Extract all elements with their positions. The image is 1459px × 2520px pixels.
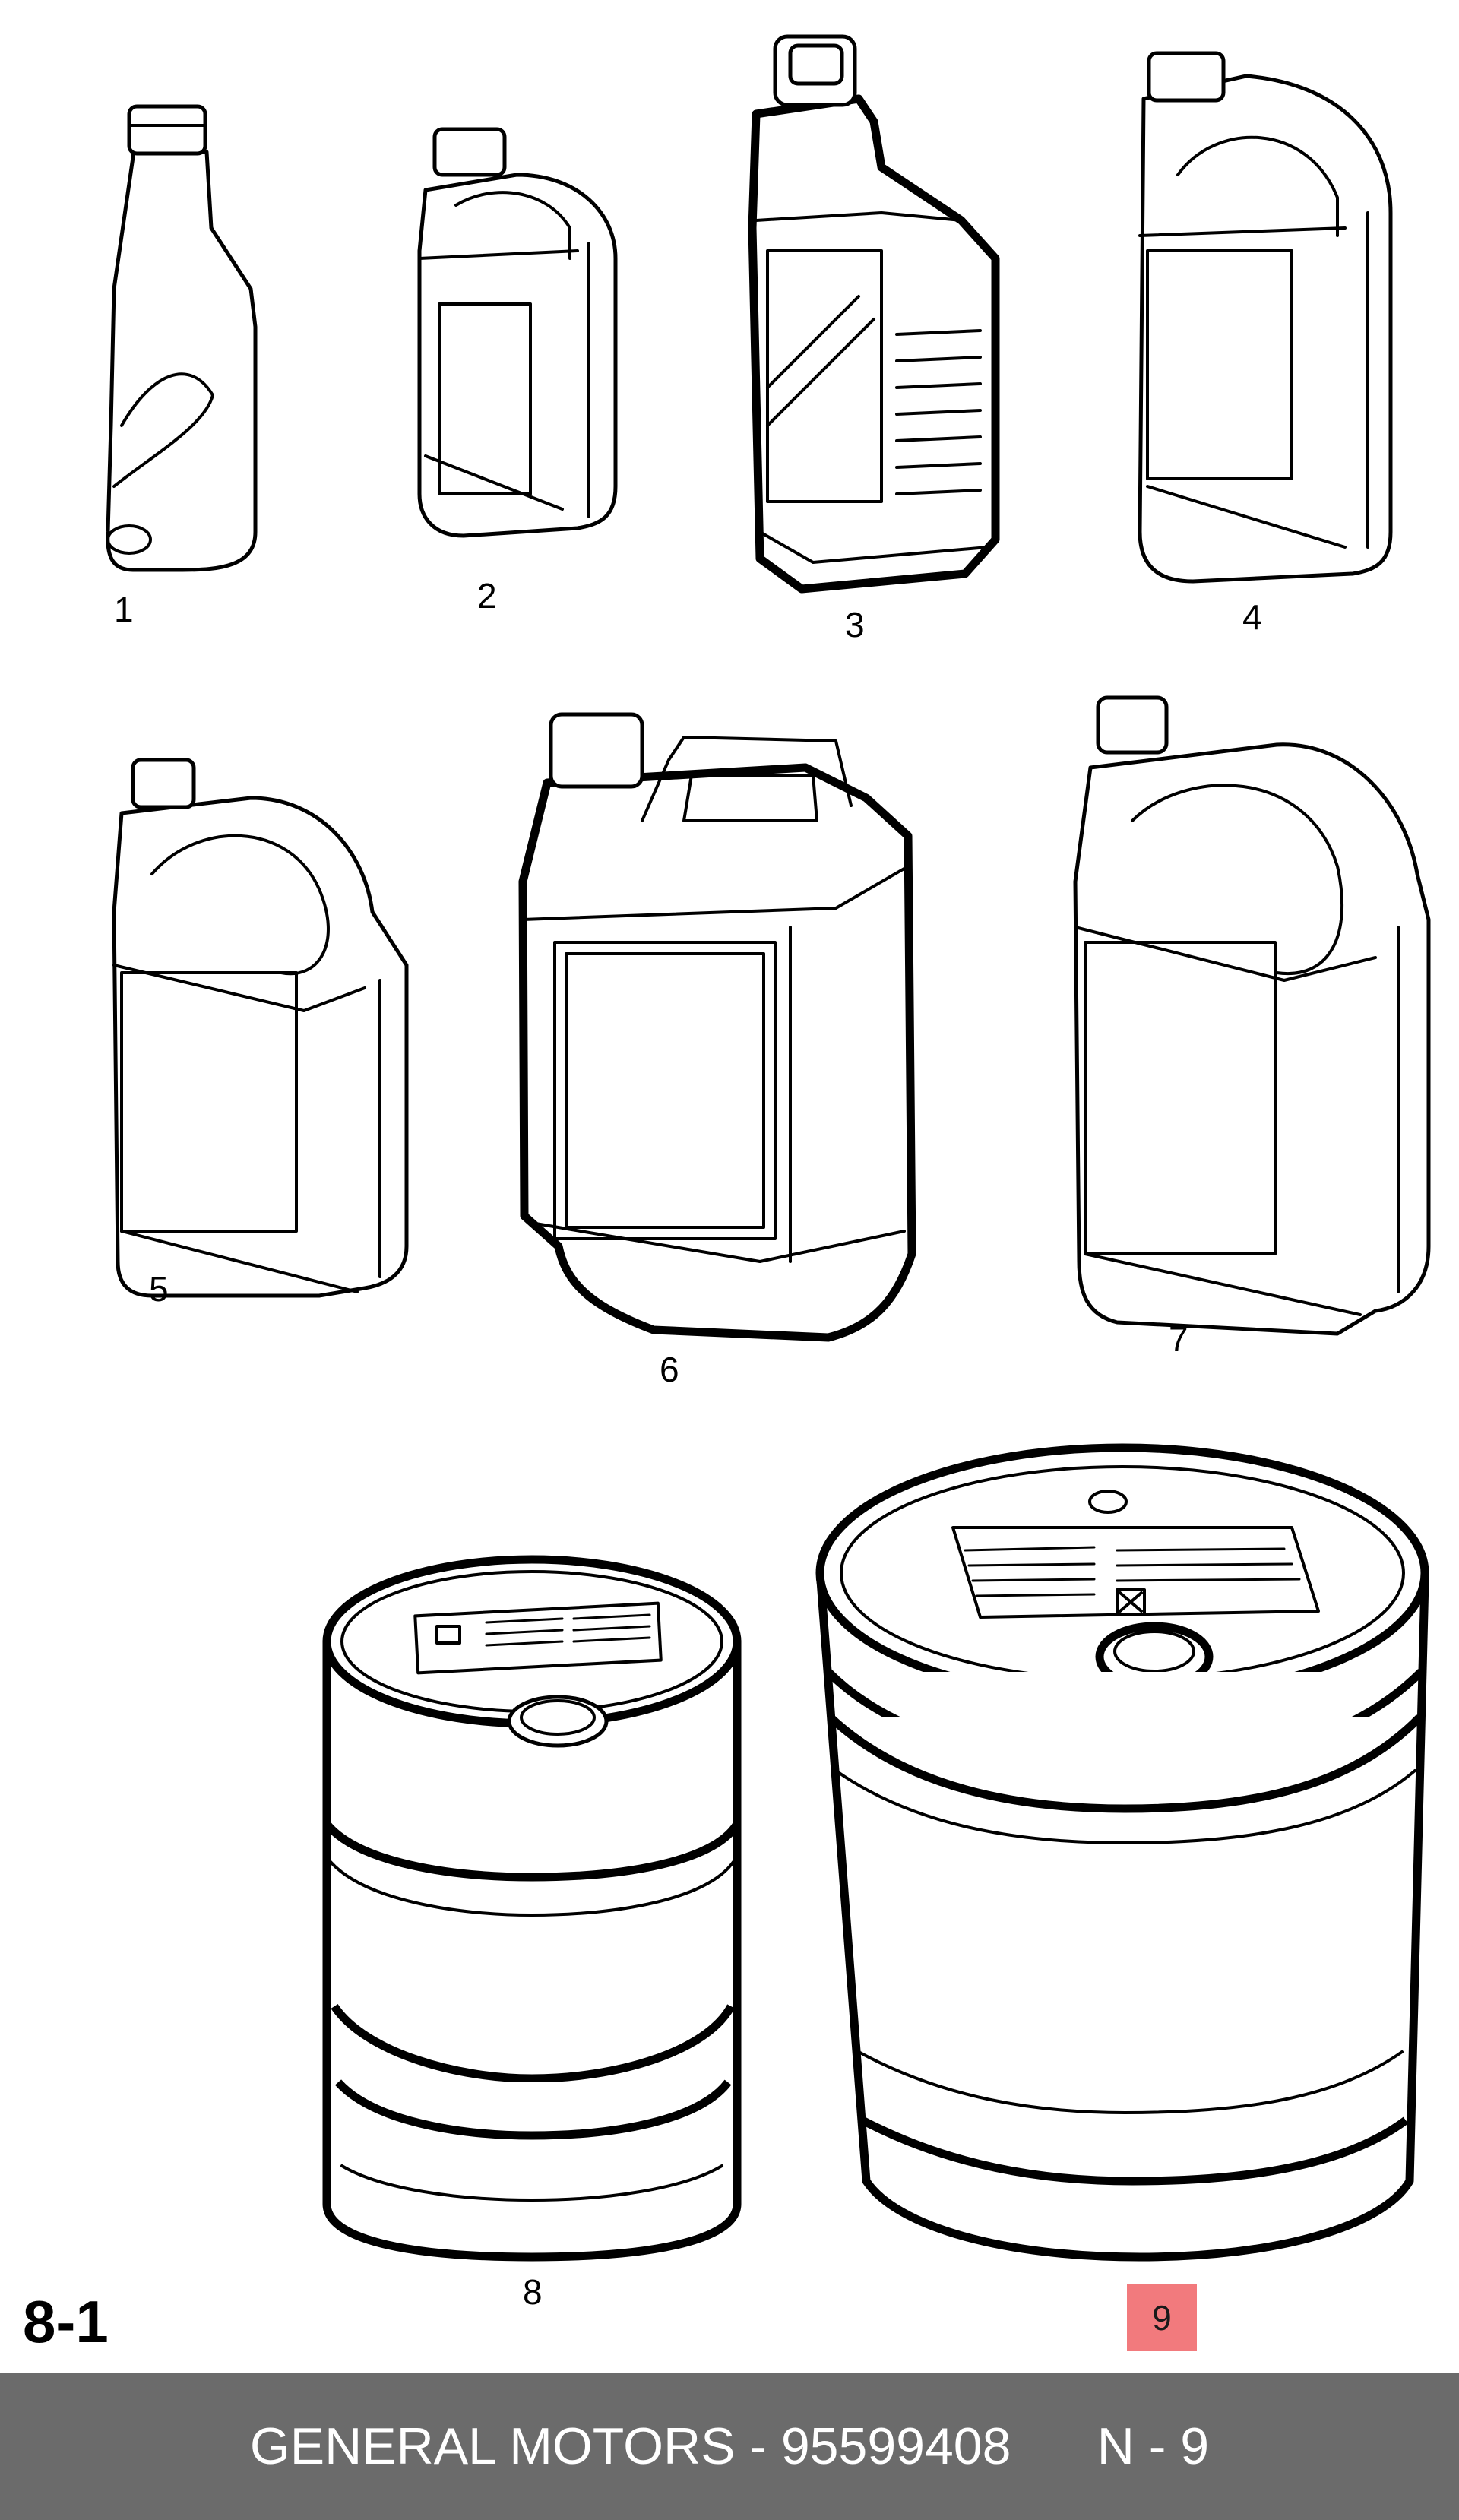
- jerrycan-6-drawing: [518, 712, 916, 1342]
- item-9-highlight: [1127, 2284, 1197, 2351]
- jug-5-drawing: [112, 758, 409, 1298]
- item-number-2: 2: [477, 576, 497, 616]
- item-number-5: 5: [149, 1269, 169, 1309]
- pail-9-drawing: [815, 1443, 1429, 2262]
- footer-bar: GENERAL MOTORS - 95599408 N - 9: [0, 2373, 1459, 2520]
- item-number-8: 8: [523, 2272, 543, 2312]
- parts-diagram: 1 2 3: [106, 34, 1431, 2312]
- item-number-9: 9: [1152, 2298, 1172, 2338]
- item-number-7: 7: [1169, 1319, 1188, 1359]
- item-number-3: 3: [845, 605, 865, 644]
- canister-2-drawing: [417, 127, 618, 538]
- item-number-4: 4: [1242, 597, 1262, 637]
- ribbed-canister-3-drawing: [748, 34, 1000, 594]
- jug-7-drawing: [1073, 695, 1431, 1336]
- item-number-6: 6: [660, 1350, 679, 1389]
- item-number-1: 1: [114, 590, 134, 629]
- page-reference: 8-1: [23, 2288, 109, 2355]
- footer-text: GENERAL MOTORS - 95599408 N - 9: [249, 2417, 1210, 2475]
- canister-4-drawing: [1138, 51, 1393, 584]
- bottle-1-drawing: [106, 104, 258, 572]
- drum-8-drawing: [322, 1555, 742, 2262]
